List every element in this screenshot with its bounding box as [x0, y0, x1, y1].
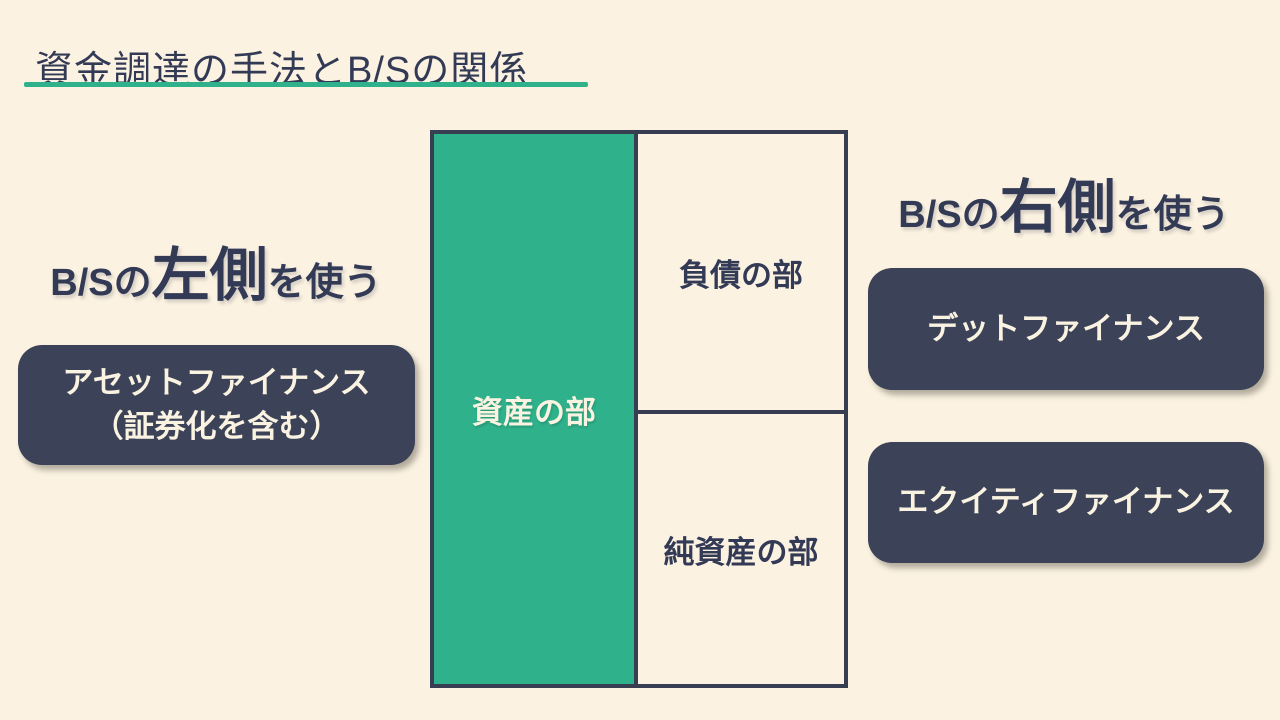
right-heading-emphasis: 右側 — [999, 175, 1116, 240]
left-heading-emphasis: 左側 — [151, 243, 268, 308]
equity-finance-label: エクイティファイナンス — [897, 484, 1235, 520]
bs-right-column: 負債の部 純資産の部 — [638, 134, 844, 684]
right-heading-prefix: B/Sの — [898, 194, 1000, 236]
asset-finance-box: アセットファイナンス （証券化を含む） — [18, 345, 415, 465]
title-underline — [24, 82, 588, 87]
assets-cell: 資産の部 — [434, 134, 638, 684]
left-side-heading: B/Sの 左側 を使う — [0, 228, 432, 312]
debt-finance-box: デットファイナンス — [868, 268, 1264, 390]
liabilities-cell: 負債の部 — [638, 134, 844, 414]
net-assets-label: 純資産の部 — [663, 534, 819, 570]
debt-finance-label: デットファイナンス — [927, 310, 1205, 346]
liabilities-label: 負債の部 — [679, 257, 803, 293]
net-assets-cell: 純資産の部 — [638, 414, 844, 684]
right-heading-suffix: を使う — [1115, 194, 1230, 236]
asset-finance-label-line1: アセットファイナンス — [62, 364, 371, 400]
balance-sheet-table: 資産の部 負債の部 純資産の部 — [430, 130, 848, 688]
left-heading-suffix: を使う — [267, 262, 382, 304]
asset-finance-label-line2: （証券化を含む） — [92, 409, 341, 444]
left-heading-prefix: B/Sの — [50, 262, 152, 304]
right-side-heading: B/Sの 右側 を使う — [848, 160, 1280, 244]
equity-finance-box: エクイティファイナンス — [868, 442, 1264, 563]
assets-label: 資産の部 — [472, 394, 596, 430]
